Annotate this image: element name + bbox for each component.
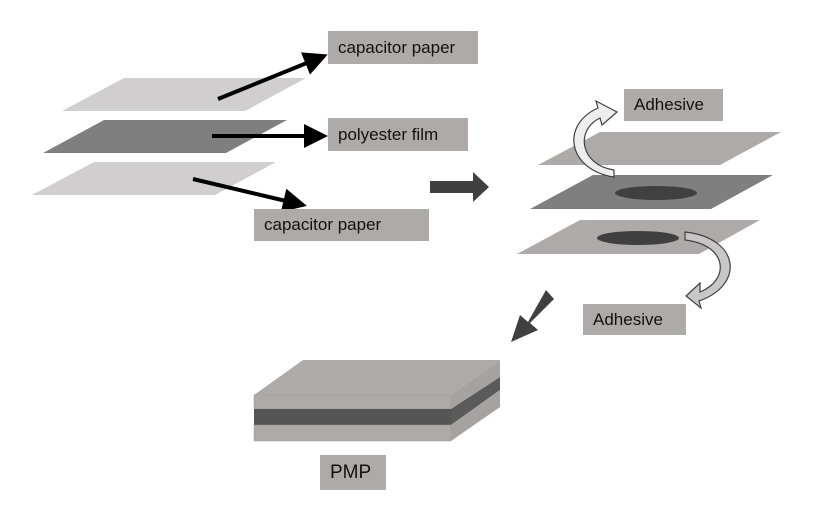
separated-paper-top-sheet bbox=[538, 132, 781, 165]
label-capacitor-paper-bottom: capacitor paper bbox=[254, 209, 429, 241]
label-pmp: PMP bbox=[320, 455, 386, 490]
pmp-front-layer-middle bbox=[254, 409, 451, 425]
process-arrow-down-left bbox=[511, 290, 554, 342]
pmp-side-middle bbox=[451, 377, 500, 425]
label-capacitor-paper-top: capacitor paper bbox=[328, 31, 478, 64]
pmp-side-lower bbox=[451, 390, 500, 441]
process-arrow-right bbox=[430, 172, 489, 202]
curved-arrow-adhesive-bottom bbox=[684, 231, 731, 310]
polyester-film-sheet bbox=[43, 120, 287, 153]
pmp-block-top bbox=[254, 360, 500, 395]
label-adhesive-top: Adhesive bbox=[624, 89, 723, 121]
pmp-front-layer-lower bbox=[253, 424, 452, 442]
label-adhesive-bottom: Adhesive bbox=[583, 304, 686, 335]
capacitor-paper-bottom-sheet bbox=[32, 162, 276, 195]
pointer-line-top bbox=[217, 52, 328, 101]
pmp-side-upper bbox=[451, 360, 500, 409]
curved-arrow-adhesive-top bbox=[573, 99, 619, 178]
capacitor-paper-top-sheet bbox=[62, 78, 306, 111]
label-polyester-film: polyester film bbox=[328, 118, 468, 151]
adhesive-spot-film bbox=[615, 186, 697, 200]
pointer-line-bottom bbox=[192, 177, 307, 213]
adhesive-spot-paper bbox=[597, 231, 679, 245]
pmp-front-layer-upper bbox=[253, 394, 452, 410]
